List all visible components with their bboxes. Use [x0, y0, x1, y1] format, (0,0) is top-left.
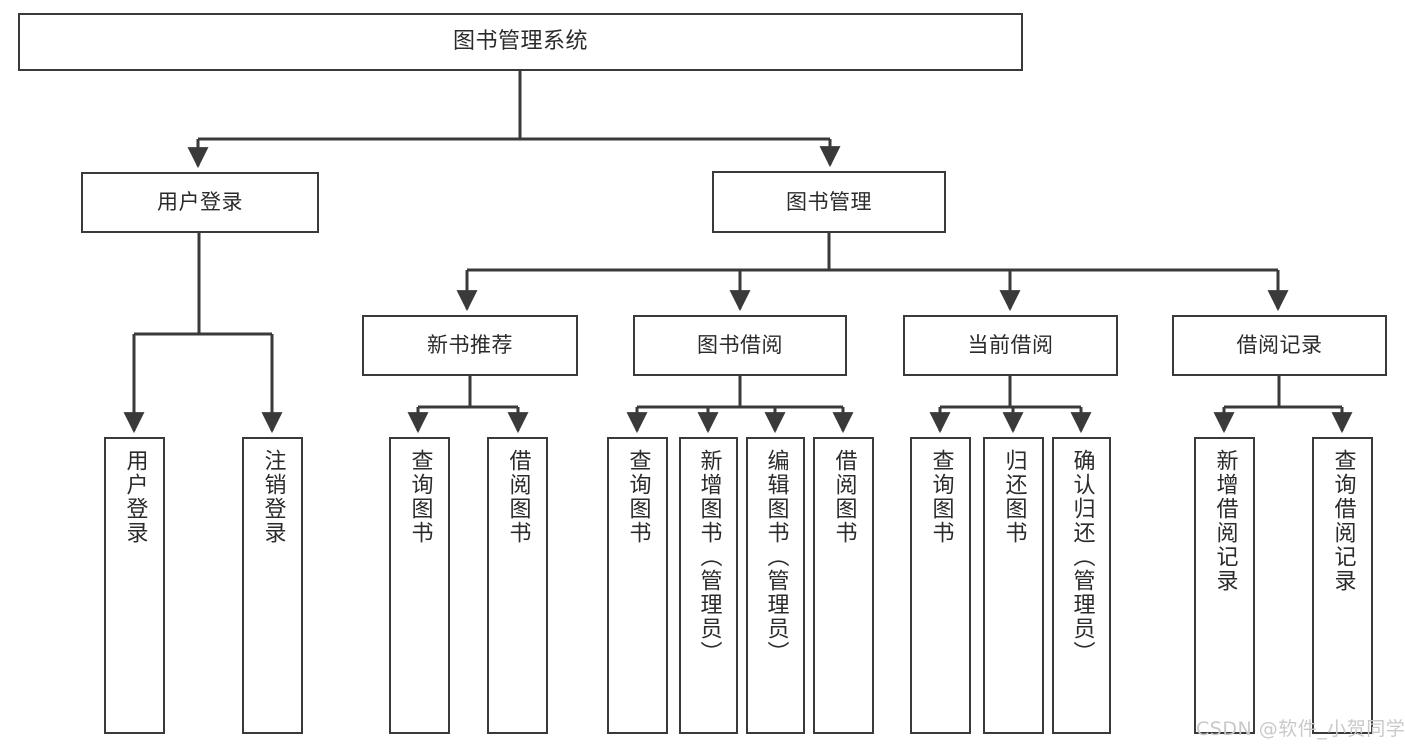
leaf-edit-book-label: 编辑图书（管理员） — [763, 449, 789, 665]
leaf-query-book-2[interactable]: 查询图书 — [607, 437, 668, 734]
node-current-borrow[interactable]: 当前借阅 — [903, 315, 1118, 376]
node-user-login[interactable]: 用户登录 — [81, 172, 319, 233]
leaf-query-borrow-record-label: 查询借阅记录 — [1330, 449, 1356, 593]
leaf-add-borrow-record[interactable]: 新增借阅记录 — [1194, 437, 1255, 734]
leaf-query-borrow-record[interactable]: 查询借阅记录 — [1312, 437, 1373, 734]
csdn-watermark: CSDN @软件_小贺同学 — [1196, 718, 1405, 740]
node-user-login-label: 用户登录 — [157, 190, 243, 215]
node-book-borrow-label: 图书借阅 — [697, 333, 783, 358]
node-borrow-record-label: 借阅记录 — [1236, 333, 1323, 358]
node-book-manage[interactable]: 图书管理 — [712, 171, 946, 233]
leaf-edit-book[interactable]: 编辑图书（管理员） — [746, 437, 805, 734]
leaf-return-book[interactable]: 归还图书 — [983, 437, 1044, 734]
leaf-query-book-1[interactable]: 查询图书 — [389, 437, 450, 734]
leaf-logout-label: 注销登录 — [260, 449, 286, 545]
leaf-confirm-return[interactable]: 确认归还（管理员） — [1052, 437, 1111, 734]
leaf-borrow-book-1[interactable]: 借阅图书 — [487, 437, 548, 734]
leaf-user-login[interactable]: 用户登录 — [104, 437, 165, 734]
node-new-book-recommend-label: 新书推荐 — [427, 333, 513, 358]
leaf-query-book-3-label: 查询图书 — [928, 449, 954, 545]
node-borrow-record[interactable]: 借阅记录 — [1172, 315, 1387, 376]
node-new-book-recommend[interactable]: 新书推荐 — [362, 315, 578, 376]
node-root-label: 图书管理系统 — [452, 29, 588, 55]
leaf-borrow-book-2[interactable]: 借阅图书 — [813, 437, 874, 734]
leaf-query-book-3[interactable]: 查询图书 — [910, 437, 971, 734]
leaf-add-book[interactable]: 新增图书（管理员） — [679, 437, 738, 734]
node-book-borrow[interactable]: 图书借阅 — [633, 315, 847, 376]
leaf-add-book-label: 新增图书（管理员） — [696, 449, 722, 665]
leaf-query-book-2-label: 查询图书 — [625, 449, 651, 545]
leaf-return-book-label: 归还图书 — [1001, 449, 1027, 545]
leaf-borrow-book-2-label: 借阅图书 — [831, 449, 857, 545]
node-current-borrow-label: 当前借阅 — [967, 333, 1054, 358]
leaf-user-login-label: 用户登录 — [122, 449, 148, 545]
leaf-confirm-return-label: 确认归还（管理员） — [1069, 449, 1095, 665]
leaf-borrow-book-1-label: 借阅图书 — [505, 449, 531, 545]
node-root[interactable]: 图书管理系统 — [18, 13, 1023, 71]
node-book-manage-label: 图书管理 — [786, 189, 872, 214]
leaf-logout[interactable]: 注销登录 — [242, 437, 303, 734]
leaf-query-book-1-label: 查询图书 — [407, 449, 433, 545]
leaf-add-borrow-record-label: 新增借阅记录 — [1212, 449, 1238, 593]
